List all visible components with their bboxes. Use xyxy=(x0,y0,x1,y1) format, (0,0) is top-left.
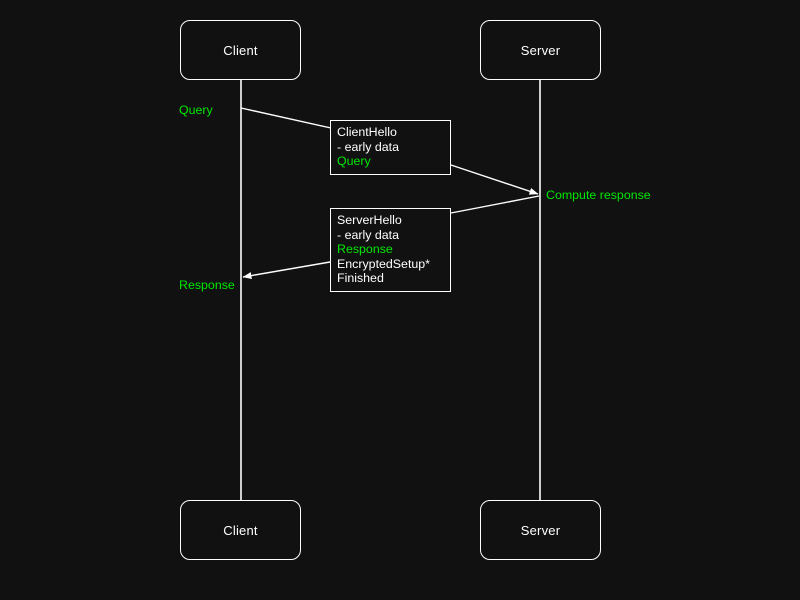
label-compute-response: Compute response xyxy=(546,188,651,202)
message-line: ClientHello xyxy=(337,125,397,139)
connector-query-to-clienthello xyxy=(240,107,332,129)
actor-label-client-top: Client xyxy=(223,42,258,58)
message-line: ServerHello xyxy=(337,213,402,227)
message-line: Finished xyxy=(337,271,384,286)
arrow-clienthello-to-server xyxy=(450,164,539,195)
message-box-client-hello[interactable]: ClientHello - early data Query xyxy=(330,120,451,175)
actor-box-server-bottom[interactable]: Server xyxy=(480,500,601,560)
message-line: EncryptedSetup* xyxy=(337,256,430,271)
message-line: Query xyxy=(337,154,371,169)
message-line: - early data xyxy=(337,139,399,154)
actor-label-server-bottom: Server xyxy=(520,522,561,538)
arrow-serverhello-to-client xyxy=(242,261,331,280)
actor-label-server-top: Server xyxy=(520,42,561,58)
message-box-server-hello[interactable]: ServerHello - early data Response Encryp… xyxy=(330,208,451,292)
connector-server-to-serverhello xyxy=(450,195,540,214)
message-line: - early data xyxy=(337,227,399,242)
actor-box-client-bottom[interactable]: Client xyxy=(180,500,301,560)
label-query: Query xyxy=(179,103,213,117)
actor-box-server-top[interactable]: Server xyxy=(480,20,601,80)
actor-box-client-top[interactable]: Client xyxy=(180,20,301,80)
label-response: Response xyxy=(179,278,235,292)
message-line: Response xyxy=(337,242,393,257)
actor-label-client-bottom: Client xyxy=(223,522,258,538)
